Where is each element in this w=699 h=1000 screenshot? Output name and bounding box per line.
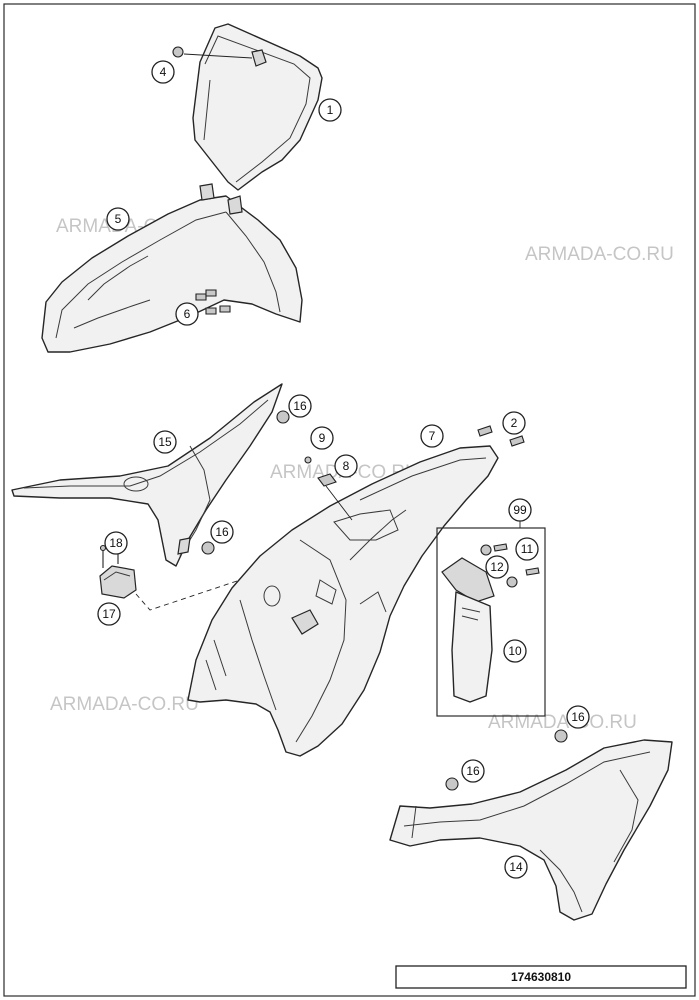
- screws-6: [195, 289, 231, 315]
- watermark-2: ARMADA-CO.RU: [525, 244, 674, 265]
- callout-9: 9: [310, 426, 334, 450]
- callout-10: 10: [503, 639, 527, 663]
- callout-15: 15: [153, 430, 177, 454]
- mudflap-kit: [441, 543, 540, 703]
- callout-17: 17: [97, 602, 121, 626]
- callout-16-a: 16: [288, 394, 312, 418]
- svg-text:10: 10: [508, 644, 522, 658]
- svg-text:16: 16: [571, 710, 585, 724]
- svg-text:2: 2: [511, 416, 518, 430]
- svg-text:18: 18: [109, 536, 123, 550]
- svg-text:8: 8: [343, 459, 350, 473]
- svg-text:99: 99: [513, 503, 527, 517]
- callout-16-c: 16: [566, 705, 590, 729]
- svg-text:15: 15: [158, 435, 172, 449]
- svg-text:14: 14: [509, 860, 523, 874]
- callout-11: 11: [515, 537, 539, 561]
- left-side-cover: [11, 383, 283, 567]
- svg-text:16: 16: [215, 525, 229, 539]
- diagram-code: 174630810: [511, 970, 571, 984]
- right-side-cover: [389, 739, 673, 921]
- callout-8: 8: [334, 454, 358, 478]
- callout-7: 7: [420, 424, 444, 448]
- svg-text:5: 5: [115, 212, 122, 226]
- callout-5: 5: [106, 207, 130, 231]
- screw-9: [304, 456, 312, 464]
- svg-text:7: 7: [429, 429, 436, 443]
- callout-14: 14: [504, 855, 528, 879]
- nut-4: [172, 46, 253, 59]
- kit-99-frame: [436, 527, 546, 717]
- rear-fender-subframe-cover: [187, 445, 499, 757]
- callout-16-b: 16: [210, 520, 234, 544]
- svg-text:16: 16: [466, 764, 480, 778]
- nut-16-right-upper: [554, 729, 568, 743]
- diagram-code-box: [395, 965, 687, 989]
- callout-18: 18: [104, 531, 128, 555]
- callout-6: 6: [175, 302, 199, 326]
- svg-text:1: 1: [327, 103, 334, 117]
- svg-text:4: 4: [160, 65, 167, 79]
- clip-8: [317, 473, 353, 521]
- nut-16-upper-left: [276, 410, 290, 424]
- callout-99: 99: [508, 498, 532, 522]
- callout-2: 2: [502, 411, 526, 435]
- svg-text:12: 12: [490, 560, 504, 574]
- svg-text:6: 6: [184, 307, 191, 321]
- watermark-5: ARMADA-CO.RU: [488, 712, 637, 733]
- watermark-4: ARMADA-CO.RU: [50, 694, 199, 715]
- nut-16-lower-left: [201, 541, 215, 555]
- nut-16-right-lower: [445, 777, 459, 791]
- callout-4: 4: [151, 60, 175, 84]
- callout-16-d: 16: [461, 759, 485, 783]
- bolts-2: [477, 425, 525, 447]
- holder-17: [99, 565, 137, 599]
- svg-text:17: 17: [102, 607, 116, 621]
- callout-1: 1: [318, 98, 342, 122]
- svg-text:16: 16: [293, 399, 307, 413]
- svg-text:11: 11: [521, 542, 534, 556]
- front-fender: [41, 183, 303, 353]
- callout-12: 12: [485, 555, 509, 579]
- diagram-frame: [3, 3, 696, 997]
- svg-text:9: 9: [319, 431, 326, 445]
- front-number-plate: [192, 23, 323, 191]
